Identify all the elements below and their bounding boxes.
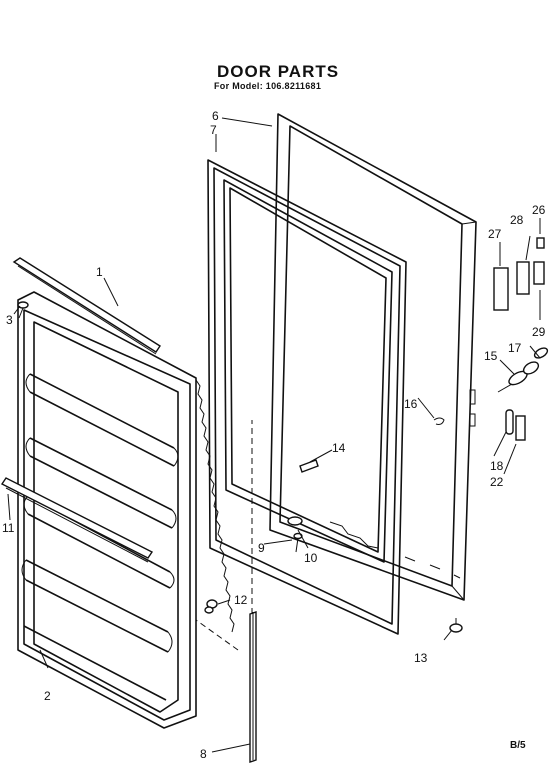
callout-1: 1	[96, 265, 103, 279]
callout-22: 22	[490, 475, 504, 489]
hinge-bracket-14	[299, 459, 319, 473]
callout-18: 18	[490, 459, 504, 473]
callout-13: 13	[414, 651, 428, 665]
callout-2: 2	[44, 689, 51, 703]
leader-lines	[7, 117, 541, 753]
diagram-title: DOOR PARTS	[217, 62, 340, 81]
callout-6: 6	[212, 109, 219, 123]
outer-door-panel	[269, 113, 477, 601]
door-gasket	[207, 159, 407, 635]
model-number: For Model: 106.8211681	[214, 81, 322, 91]
callout-17: 17	[508, 341, 522, 355]
page-reference: B/5	[510, 740, 526, 751]
bushing-10	[287, 516, 303, 526]
callout-3: 3	[6, 313, 13, 327]
callout-16: 16	[404, 397, 418, 411]
screw-3	[17, 301, 29, 319]
screw-9	[293, 532, 303, 553]
hinge-pin-13	[449, 618, 463, 633]
callout-15: 15	[484, 349, 498, 363]
door-stop-12	[204, 599, 218, 614]
lock-clip-16	[433, 417, 445, 425]
lock-plate-18	[505, 409, 526, 441]
hinge-cover-27	[493, 267, 509, 311]
callout-7: 7	[210, 123, 217, 137]
callout-28: 28	[510, 213, 524, 227]
trim-strip-1	[12, 257, 161, 355]
callout-14: 14	[332, 441, 346, 455]
lock-assembly	[497, 347, 549, 393]
hinge-screw-26	[536, 237, 545, 249]
callout-12: 12	[234, 593, 248, 607]
callout-27: 27	[488, 227, 502, 241]
shelf-rail-11	[0, 477, 154, 563]
callout-9: 9	[258, 541, 265, 555]
breaker-strip-8	[249, 611, 257, 763]
hinge-cover-29	[533, 261, 545, 285]
hinge-cover-28	[516, 261, 530, 295]
callout-10: 10	[304, 551, 318, 565]
callout-26: 26	[532, 203, 546, 217]
callout-29: 29	[532, 325, 546, 339]
callout-11: 11	[2, 521, 15, 535]
callout-8: 8	[200, 747, 207, 761]
inner-door-liner	[17, 291, 235, 729]
